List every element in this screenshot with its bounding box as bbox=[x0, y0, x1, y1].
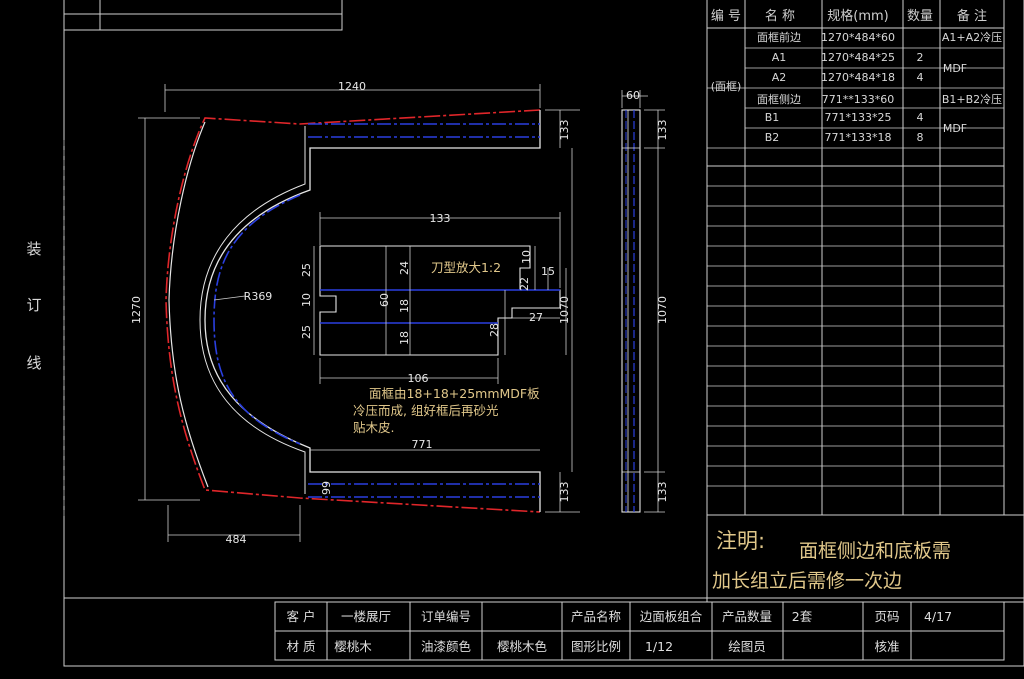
approve-label: 核准 bbox=[874, 639, 899, 654]
row-spec-4: 771*133*25 bbox=[825, 111, 892, 124]
dim-right-top: 133 bbox=[558, 120, 571, 141]
binding-char-3: 线 bbox=[26, 354, 41, 372]
row-name-3: 面框侧边 bbox=[757, 93, 801, 106]
client-value: 一楼展厅 bbox=[341, 609, 391, 624]
row-spec-1: 1270*484*25 bbox=[821, 51, 895, 64]
paint-value: 樱桃木色 bbox=[497, 639, 548, 654]
profile-detail: 133 刀型放大1:2 106 25 10 25 60 24 18 18 10 … bbox=[300, 212, 567, 385]
detail-bottom-width: 106 bbox=[408, 372, 429, 385]
top-left-box bbox=[63, 0, 343, 31]
notes-line-1: 面框侧边和底板需 bbox=[799, 540, 951, 562]
dim-height-left: 1270 bbox=[130, 296, 143, 324]
dim-radius: R369 bbox=[244, 290, 273, 303]
dimension-lines bbox=[138, 84, 580, 542]
row-name-2: A2 bbox=[772, 71, 787, 84]
detail-top-width: 133 bbox=[430, 212, 451, 225]
detail-mid-18b: 18 bbox=[398, 331, 411, 345]
detail-left-10: 10 bbox=[300, 293, 313, 307]
material-label: 材 质 bbox=[287, 639, 316, 654]
row-spec-0: 1270*484*60 bbox=[821, 31, 895, 44]
description-line-2: 冷压而成, 组好框后再砂光 bbox=[353, 403, 498, 418]
paint-label: 油漆颜色 bbox=[421, 639, 472, 654]
row-qty-4: 4 bbox=[917, 111, 924, 124]
row-name-1: A1 bbox=[772, 51, 787, 64]
notes-label: 注明: bbox=[716, 529, 765, 553]
row-note-0: A1+A2冷压 bbox=[942, 31, 1002, 44]
scale-value: 1/12 bbox=[645, 639, 673, 654]
quantity-value: 2套 bbox=[792, 609, 813, 624]
row-spec-3: 771**133*60 bbox=[822, 93, 895, 106]
notes: 注明: 面框侧边和底板需 加长组立后需修一次边 bbox=[712, 529, 951, 592]
page-label: 页码 bbox=[874, 609, 899, 624]
row-qty-5: 8 bbox=[917, 131, 924, 144]
detail-mid-18a: 18 bbox=[398, 299, 411, 313]
client-label: 客 户 bbox=[287, 609, 316, 624]
row-name-5: B2 bbox=[765, 131, 780, 144]
notes-line-2: 加长组立后需修一次边 bbox=[712, 570, 902, 592]
detail-mid-60: 60 bbox=[378, 293, 391, 307]
dim-profile-height: 1070 bbox=[656, 296, 669, 324]
row-qty-1: 2 bbox=[917, 51, 924, 64]
mdf-note-a: MDF bbox=[943, 62, 967, 75]
drafter-label: 绘图员 bbox=[728, 639, 766, 654]
row-name-0: 面框前边 bbox=[757, 30, 801, 44]
scale-label: 图形比例 bbox=[571, 639, 621, 654]
page-value: 4/17 bbox=[924, 609, 952, 624]
product-value: 边面板组合 bbox=[640, 609, 703, 624]
material-value: 樱桃木 bbox=[334, 639, 372, 654]
description-line-1: 面框由18+18+25mmMDF板 bbox=[369, 386, 540, 401]
binding-char-1: 装 bbox=[26, 240, 41, 258]
parts-table: 编 号 名 称 规格(mm) 数量 备 注 (面框) 面框前边 1270*484… bbox=[706, 0, 1024, 603]
dim-bottom-width: 484 bbox=[226, 533, 247, 546]
detail-r-27: 27 bbox=[529, 311, 543, 324]
description-line-3: 贴木皮. bbox=[353, 420, 394, 435]
quantity-label: 产品数量 bbox=[722, 609, 772, 624]
row-qty-2: 4 bbox=[917, 71, 924, 84]
col-header-note: 备 注 bbox=[957, 8, 987, 24]
detail-r-28: 28 bbox=[488, 323, 501, 337]
dim-right-height: 1070 bbox=[558, 296, 571, 324]
dim-right-bottom: 133 bbox=[558, 482, 571, 503]
detail-title: 刀型放大1:2 bbox=[431, 260, 501, 275]
order-label: 订单编号 bbox=[421, 609, 471, 624]
col-header-spec: 规格(mm) bbox=[827, 8, 888, 24]
face-frame-outline bbox=[165, 109, 541, 513]
col-header-id: 编 号 bbox=[711, 9, 741, 24]
mdf-note-b: MDF bbox=[943, 122, 967, 135]
dim-profile-top: 133 bbox=[656, 120, 669, 141]
dim-width-top: 1240 bbox=[338, 80, 366, 93]
side-profile-view bbox=[621, 90, 665, 513]
dim-profile-width: 60 bbox=[626, 89, 640, 102]
detail-r-15: 15 bbox=[541, 265, 555, 278]
col-header-qty: 数量 bbox=[907, 9, 933, 24]
dim-profile-bottom: 133 bbox=[656, 482, 669, 503]
col-header-name: 名 称 bbox=[765, 8, 795, 24]
detail-left-25b: 25 bbox=[300, 325, 313, 339]
row-spec-5: 771*133*18 bbox=[825, 131, 892, 144]
title-block: 客 户 一楼展厅 订单编号 产品名称 边面板组合 产品数量 2套 页码 4/17… bbox=[274, 601, 1005, 661]
group-label: (面框) bbox=[711, 80, 742, 93]
row-note-3: B1+B2冷压 bbox=[942, 93, 1002, 106]
binding-margin: 装 订 线 bbox=[26, 140, 65, 520]
binding-char-2: 订 bbox=[26, 296, 41, 314]
dim-side-inner: 771 bbox=[412, 438, 433, 451]
detail-r-22: 22 bbox=[518, 277, 531, 291]
detail-mid-24: 24 bbox=[398, 261, 411, 275]
dim-side-small: 99 bbox=[320, 481, 333, 495]
detail-left-25a: 25 bbox=[300, 263, 313, 277]
detail-r-10: 10 bbox=[520, 250, 533, 264]
row-spec-2: 1270*484*18 bbox=[821, 71, 895, 84]
row-name-4: B1 bbox=[765, 111, 780, 124]
product-label: 产品名称 bbox=[571, 609, 621, 624]
